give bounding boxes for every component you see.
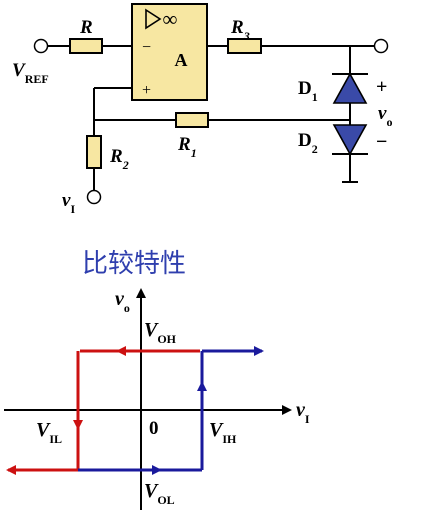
- output-plus-sign: +: [376, 76, 387, 98]
- resistor-r3: [227, 38, 262, 54]
- opamp-plus-sign: +: [142, 82, 151, 99]
- label-vi: vI: [62, 190, 75, 216]
- graph-axes: [4, 288, 292, 510]
- resistor-r1: [175, 112, 209, 128]
- resistor-r: [69, 38, 103, 54]
- y-axis-label: vo: [115, 288, 130, 315]
- opamp-triangle-icon: [145, 8, 162, 30]
- x-axis-label: vI: [296, 399, 310, 426]
- label-vol: VOL: [144, 480, 175, 507]
- circuit-wires: [48, 45, 374, 192]
- curve-decreasing: [6, 346, 200, 475]
- curve-increasing: [78, 346, 264, 475]
- label-r3: R3: [230, 17, 250, 43]
- label-vo: vo: [378, 103, 392, 129]
- label-r1: R1: [177, 134, 197, 160]
- output-minus-sign: −: [376, 131, 387, 153]
- resistor-r2: [86, 135, 102, 169]
- vo-terminal: [373, 38, 389, 54]
- label-voh: VOH: [144, 319, 177, 346]
- origin-label: 0: [149, 418, 159, 439]
- label-vih: VIH: [209, 419, 237, 446]
- section-title: 比较特性: [82, 249, 186, 279]
- opamp-label: A: [175, 50, 188, 70]
- opamp-infinity: ∞: [163, 7, 178, 31]
- vi-terminal: [86, 189, 102, 205]
- opamp-minus-sign: −: [142, 39, 151, 56]
- label-vil: VIL: [36, 419, 62, 446]
- label-r2: R2: [109, 146, 129, 172]
- label-d2: D2: [298, 130, 318, 156]
- label-d1: D1: [298, 78, 318, 104]
- label-r: R: [79, 17, 93, 38]
- vref-terminal: [33, 38, 49, 54]
- diode-d1: [332, 72, 368, 104]
- op-amp: ∞ A − +: [131, 3, 208, 101]
- label-vref: VREF: [12, 60, 49, 86]
- diode-d2: [332, 124, 368, 156]
